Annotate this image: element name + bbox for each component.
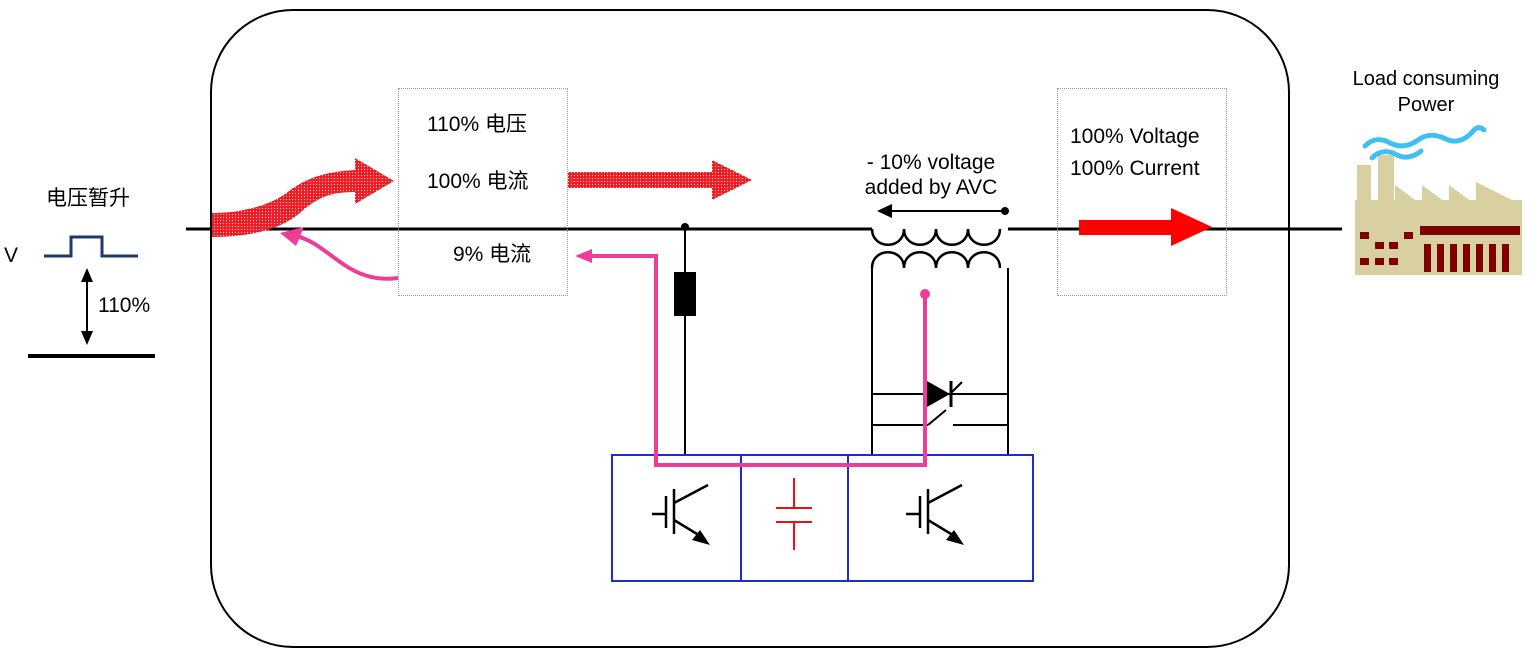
voltage-axis-label: V [4, 244, 19, 267]
igbt-emitter-arrow [946, 530, 964, 545]
igbt-icon [652, 483, 709, 539]
igbt-emitter-arrow [692, 530, 710, 545]
transformer-icon [870, 228, 1002, 269]
avc-arrow-head [877, 204, 892, 218]
input-status-box [398, 88, 568, 296]
thyristor-icon [927, 381, 963, 407]
avc-label-line2: added by AVC [864, 176, 998, 200]
switch-blade [927, 409, 947, 426]
input-power-arrow [212, 158, 394, 237]
input-current-label: 100% 电流 [427, 170, 529, 193]
load-label-line1: Load consuming [1352, 68, 1500, 90]
output-current-label: 100% Current [1070, 157, 1200, 180]
smoke-icon [1369, 148, 1424, 161]
factory-icon [1355, 155, 1522, 275]
system-frame [210, 9, 1290, 648]
avc-label: - 10% voltage added by AVC [846, 150, 1016, 200]
swell-waveform [44, 235, 138, 258]
reverse-current-origin [920, 289, 930, 299]
return-current-label: 9% 电流 [453, 243, 532, 266]
inverter-box [847, 454, 1034, 582]
output-status-box [1057, 88, 1227, 296]
dc-link-box [740, 454, 849, 582]
rectifier-box [611, 454, 742, 582]
shunt-junction [681, 223, 689, 231]
input-voltage-label: 110% 电压 [427, 113, 527, 136]
return-current-arrow [295, 234, 399, 281]
reverse-current-arrowhead [575, 249, 592, 263]
capacitor-icon [776, 478, 812, 550]
magnitude-arrow-top [81, 268, 93, 282]
load-label: Load consuming Power [1336, 66, 1516, 118]
magnitude-arrow-bottom [81, 331, 93, 345]
load-label-line2: Power [1397, 94, 1455, 116]
event-title: 电压暂升 [46, 187, 130, 210]
swell-magnitude: 110% [98, 294, 151, 317]
output-voltage-label: 100% Voltage [1070, 125, 1200, 148]
through-power-arrow [568, 160, 752, 200]
smoke-icon [1362, 125, 1487, 149]
avc-arrow-tail-dot [1001, 207, 1009, 215]
avc-label-line1: - 10% voltage [866, 151, 996, 174]
output-power-arrow [1079, 208, 1212, 246]
igbt-icon [906, 483, 963, 539]
inductor-icon [674, 272, 696, 316]
return-current-arrowhead [280, 227, 304, 246]
reverse-current-path [588, 254, 927, 467]
